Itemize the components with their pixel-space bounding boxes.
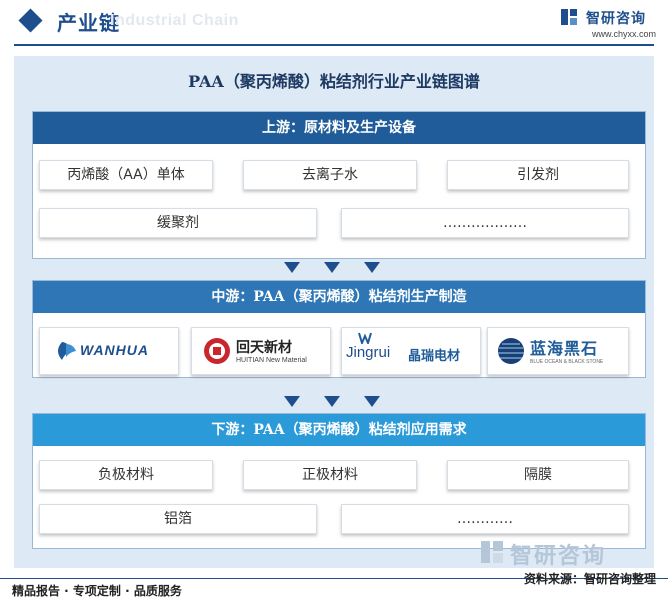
downstream-item: 负极材料: [39, 460, 213, 490]
jingrui-text: 晶瑞电材: [408, 349, 461, 364]
jingrui-logo: Jingrui 晶瑞电材: [341, 327, 481, 375]
footer-divider: [0, 578, 668, 579]
downstream-heading: 下游：PAA（聚丙烯酸）粘结剂应用需求: [33, 414, 645, 446]
wanhua-text: WANHUA: [80, 342, 149, 358]
wanhua-mark-icon: [58, 342, 76, 360]
wanhua-logo: WANHUA: [39, 327, 179, 375]
downstream-item: 铝箔: [39, 504, 317, 534]
huitian-subtext: HUITIAN New Material: [236, 357, 307, 364]
page-footer: 精品报告 · 专项定制 · 品质服务 资料来源：智研咨询整理: [0, 570, 668, 603]
bottom-watermark: 智研咨询: [480, 538, 650, 569]
header-watermark: Industrial Chain: [110, 12, 239, 29]
brand-mark-icon: [561, 9, 577, 25]
jingrui-mark-icon: [358, 332, 372, 344]
huitian-text: 回天新材: [236, 340, 292, 356]
flow-arrows-lower: [284, 396, 384, 410]
watermark-mark-icon: [481, 541, 503, 563]
upstream-section: 上游：原材料及生产设备 丙烯酸（AA）单体 去离子水 引发剂 缓聚剂 ………………: [32, 111, 646, 259]
arrow-down-icon: [364, 262, 380, 273]
flow-arrows-upper: [284, 262, 384, 276]
upstream-item: 丙烯酸（AA）单体: [39, 160, 213, 190]
arrow-down-icon: [364, 396, 380, 407]
brand-url: www.chyxx.com: [591, 29, 656, 39]
huitian-logo: 回天新材 HUITIAN New Material: [191, 327, 331, 375]
watermark-text: 智研咨询: [510, 544, 607, 569]
industry-chain-panel: PAA（聚丙烯酸）粘结剂行业产业链图谱 上游：原材料及生产设备 丙烯酸（AA）单…: [14, 56, 654, 568]
huitian-seal-icon: [204, 338, 230, 364]
footer-slogan: 精品报告 · 专项定制 · 品质服务: [12, 584, 182, 598]
lanhai-logo: 蓝海黑石 BLUE OCEAN & BLACK STONE: [487, 327, 629, 375]
lanhai-globe-icon: [498, 338, 524, 364]
footer-source: 资料来源：智研咨询整理: [523, 572, 656, 586]
upstream-item-ellipsis: ………………: [341, 208, 629, 238]
upstream-heading: 上游：原材料及生产设备: [33, 112, 645, 144]
page-title: 产业链: [57, 11, 120, 35]
midstream-heading: 中游：PAA（聚丙烯酸）粘结剂生产制造: [33, 281, 645, 313]
brand-name: 智研咨询: [586, 11, 646, 27]
downstream-section: 下游：PAA（聚丙烯酸）粘结剂应用需求 负极材料 正极材料 隔膜 铝箔 …………: [32, 413, 646, 549]
header-divider: [14, 44, 654, 46]
arrow-down-icon: [284, 262, 300, 273]
upstream-item: 引发剂: [447, 160, 629, 190]
downstream-item-ellipsis: …………: [341, 504, 629, 534]
downstream-item: 正极材料: [243, 460, 417, 490]
diagram-title: PAA（聚丙烯酸）粘结剂行业产业链图谱: [188, 72, 480, 91]
jingrui-latin: Jingrui: [346, 344, 391, 361]
midstream-section: 中游：PAA（聚丙烯酸）粘结剂生产制造 WANHUA 回天新材 HUITIAN …: [32, 280, 646, 378]
upstream-item: 去离子水: [243, 160, 417, 190]
arrow-down-icon: [324, 396, 340, 407]
arrow-down-icon: [324, 262, 340, 273]
arrow-down-icon: [284, 396, 300, 407]
diamond-icon: [18, 8, 43, 33]
upstream-item: 缓聚剂: [39, 208, 317, 238]
lanhai-text: 蓝海黑石: [530, 339, 599, 358]
lanhai-subtext: BLUE OCEAN & BLACK STONE: [530, 359, 604, 365]
page-header: 产业链 Industrial Chain 智研咨询 www.chyxx.com: [0, 0, 668, 46]
downstream-item: 隔膜: [447, 460, 629, 490]
brand-logo: 智研咨询 www.chyxx.com: [560, 8, 656, 42]
